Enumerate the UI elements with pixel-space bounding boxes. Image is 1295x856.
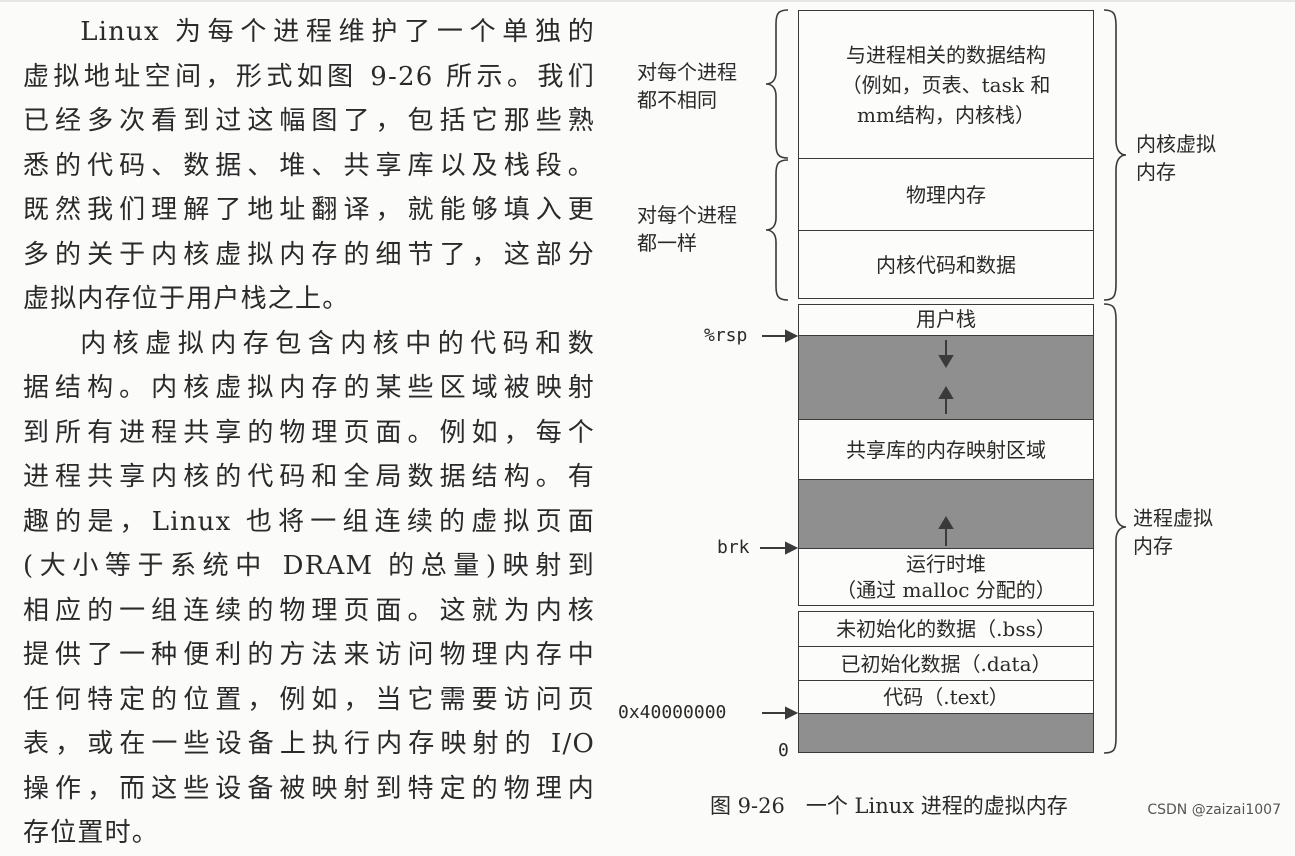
text-line: 任何特定的位置，例如，当它需要访问页 <box>23 684 595 715</box>
block-text: 内核代码和数据 <box>876 252 1016 277</box>
text-line: 操作，而这些设备被映射到特定的物理内 <box>23 773 595 804</box>
block-bss: 未初始化的数据（.bss） <box>798 611 1094 647</box>
brace-left-different <box>765 9 789 159</box>
label-line: 内存 <box>1136 160 1176 184</box>
marker-rsp: %rsp <box>704 325 748 346</box>
text-line: 虚拟地址空间，形式如图 9-26 所示。我们 <box>23 61 595 92</box>
text-line: 存位置时。 <box>23 818 160 848</box>
text-line: 到所有进程共享的物理页面。例如，每个 <box>23 417 595 448</box>
block-data: 已初始化数据（.data） <box>798 646 1094 681</box>
text-line: 虚拟内存位于用户栈之上。 <box>23 284 350 314</box>
marker-text-start: 0x40000000 <box>618 702 727 723</box>
text-line: 表，或在一些设备上执行内存映射的 I/O <box>23 729 595 759</box>
block-gap-stack <box>798 335 1094 420</box>
text-line: 相应的一组连续的物理页面。这就为内核 <box>23 595 595 626</box>
block-text: 运行时堆 <box>905 552 986 576</box>
marker-zero: 0 <box>778 740 789 761</box>
block-shared-libs: 共享库的内存映射区域 <box>798 419 1094 480</box>
block-text: 代码（.text） <box>883 685 1009 709</box>
label-per-process-different: 对每个进程 都不相同 <box>637 58 737 114</box>
brace-right-process <box>1103 303 1127 754</box>
top-rule <box>0 0 1295 2</box>
block-heap: 运行时堆 （通过 malloc 分配的） <box>798 548 1094 606</box>
marker-brk: brk <box>717 537 750 558</box>
block-kernel-code-data: 内核代码和数据 <box>798 230 1094 299</box>
block-text: 与进程相关的数据结构 <box>845 42 1046 67</box>
virtual-memory-figure: 与进程相关的数据结构 （例如，页表、task 和 mm结构，内核栈） 物理内存 … <box>600 0 1295 826</box>
brace-right-kernel <box>1103 9 1127 301</box>
watermark: CSDN @zaizai1007 <box>1147 802 1281 818</box>
label-line: 都一样 <box>637 231 697 255</box>
block-gap-bottom <box>798 713 1094 753</box>
block-text: 物理内存 <box>906 182 986 207</box>
block-text: （通过 malloc 分配的） <box>836 578 1056 602</box>
paragraph-2: 内核虚拟内存包含内核中的代码和数 据结构。内核虚拟内存的某些区域被映射 到所有进… <box>23 322 595 856</box>
paragraph-1: Linux 为每个进程维护了一个单独的 虚拟地址空间，形式如图 9-26 所示。… <box>23 10 595 322</box>
block-gap-heap <box>798 479 1094 549</box>
block-text: 共享库的内存映射区域 <box>846 437 1046 462</box>
label-line: 对每个进程 <box>637 203 737 227</box>
label-line: 进程虚拟 <box>1133 506 1213 530</box>
block-text: （例如，页表、task 和 <box>841 72 1051 97</box>
text-line: 内核虚拟内存包含内核中的代码和数 <box>80 328 595 359</box>
text-line: 已经多次看到过这幅图了，包括它那些熟 <box>23 106 595 136</box>
text-line: 提供了一种便利的方法来访问物理内存中 <box>23 640 595 670</box>
block-text: 未初始化的数据（.bss） <box>836 617 1056 641</box>
block-text: 用户栈 <box>916 307 976 331</box>
text-line: 进程共享内核的代码和全局数据结构。有 <box>23 462 595 492</box>
block-text-segment: 代码（.text） <box>798 680 1094 714</box>
text-line: 既然我们理解了地址翻译，就能够填入更 <box>23 195 595 225</box>
text-line: 趣的是，Linux 也将一组连续的虚拟页面 <box>23 506 595 537</box>
label-line: 内存 <box>1133 534 1173 558</box>
label-process-vm: 进程虚拟 内存 <box>1133 504 1213 560</box>
text-line: 据结构。内核虚拟内存的某些区域被映射 <box>23 373 595 403</box>
label-line: 对每个进程 <box>637 60 737 84</box>
figure-caption: 图 9-26 一个 Linux 进程的虚拟内存 <box>710 794 1068 818</box>
text-line: (大小等于系统中 DRAM 的总量)映射到 <box>23 551 595 581</box>
label-per-process-same: 对每个进程 都一样 <box>637 201 737 257</box>
brace-left-same <box>765 159 789 301</box>
block-text: mm结构，内核栈） <box>857 102 1035 127</box>
text-line: 多的关于内核虚拟内存的细节了，这部分 <box>23 239 595 270</box>
block-user-stack: 用户栈 <box>798 304 1094 336</box>
label-line: 都不相同 <box>637 88 717 112</box>
block-physical-memory: 物理内存 <box>798 158 1094 231</box>
body-text: Linux 为每个进程维护了一个单独的 虚拟地址空间，形式如图 9-26 所示。… <box>23 10 595 856</box>
text-line: 悉的代码、数据、堆、共享库以及栈段。 <box>23 150 595 181</box>
text-line: Linux 为每个进程维护了一个单独的 <box>80 17 595 47</box>
block-text: 已初始化数据（.data） <box>840 651 1052 676</box>
label-line: 内核虚拟 <box>1136 132 1216 156</box>
label-kernel-vm: 内核虚拟 内存 <box>1136 130 1216 186</box>
block-process-structs: 与进程相关的数据结构 （例如，页表、task 和 mm结构，内核栈） <box>798 10 1094 159</box>
